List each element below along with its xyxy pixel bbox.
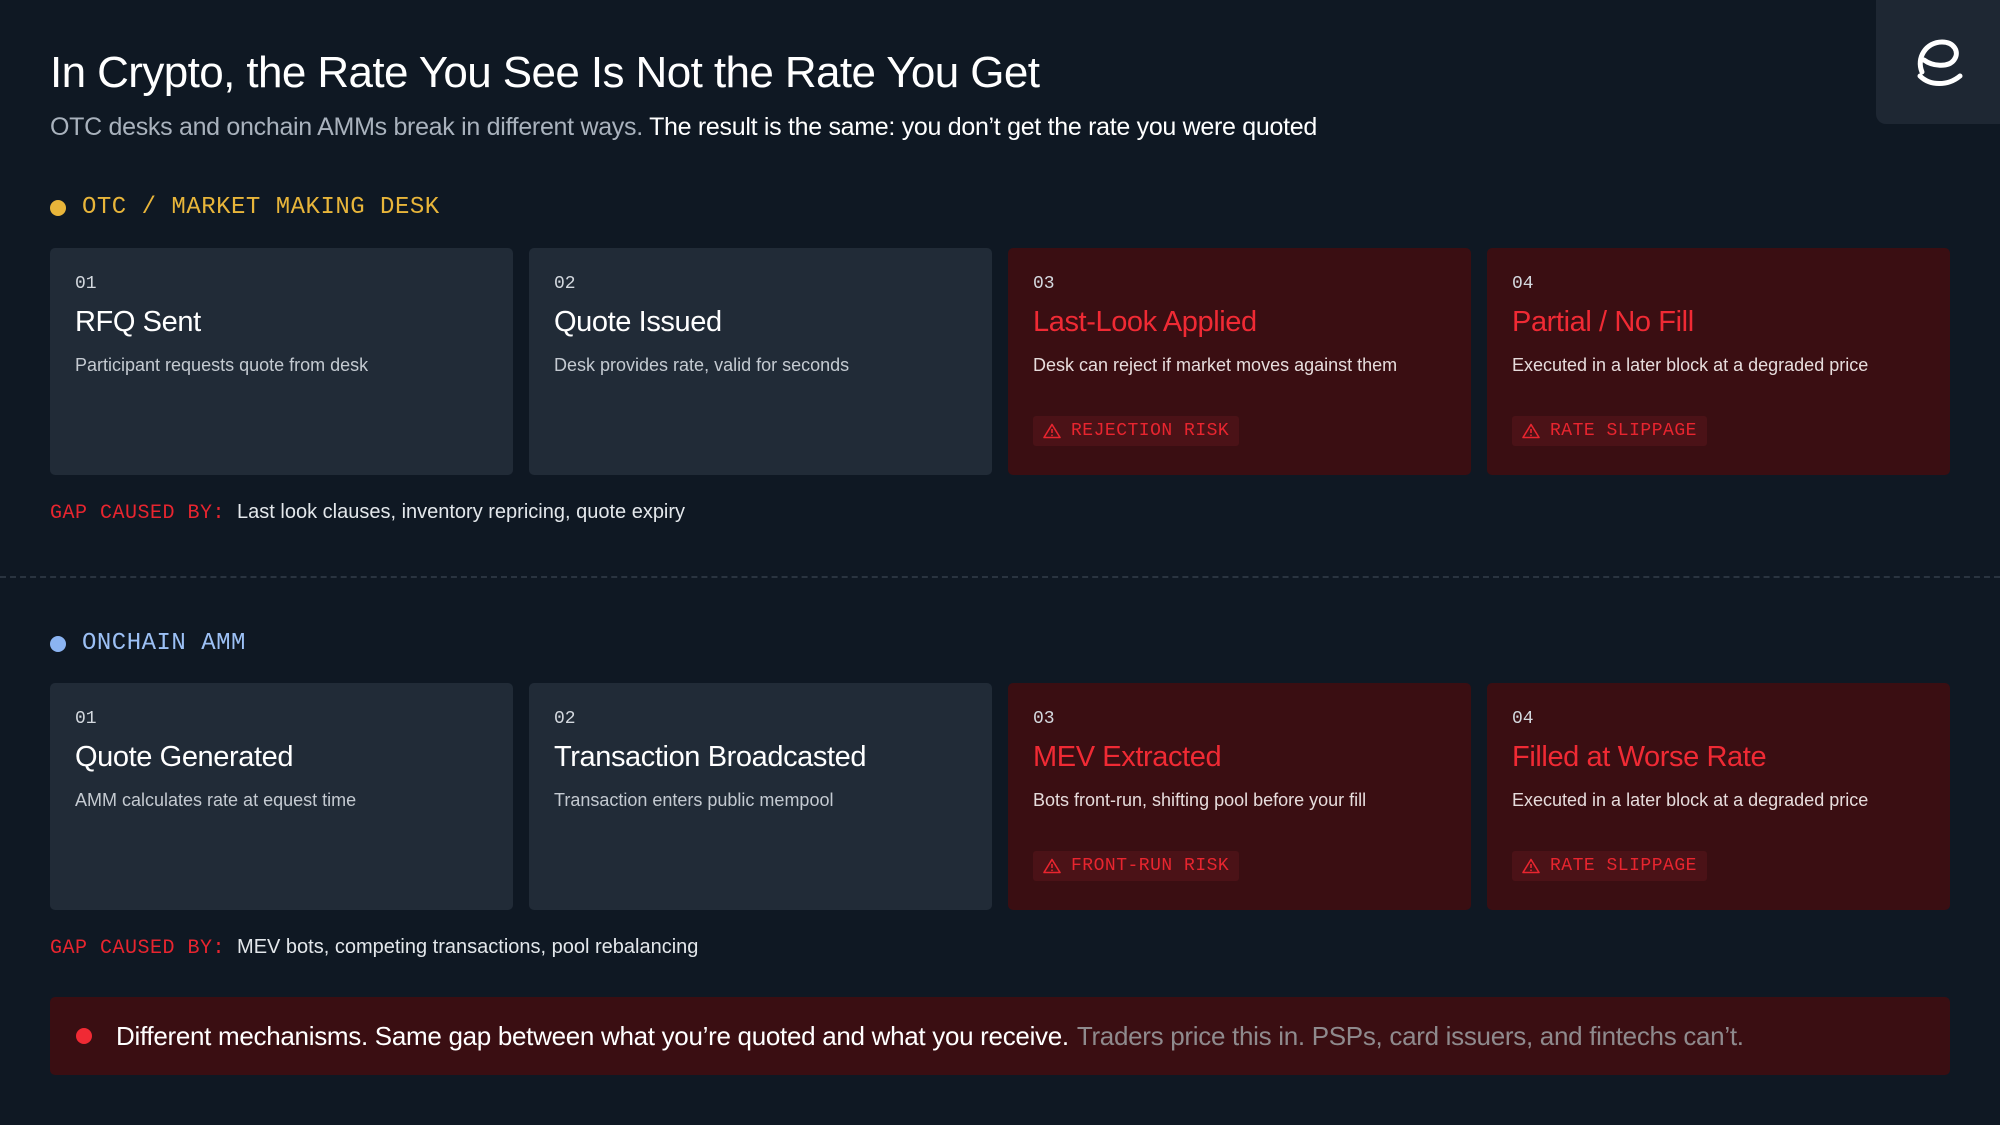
subtitle-muted: OTC desks and onchain AMMs break in diff… <box>50 113 643 141</box>
brand-logo <box>1876 0 2000 124</box>
step-number: 02 <box>554 709 576 729</box>
step-description: Executed in a later block at a degraded … <box>1512 790 1869 810</box>
risk-badge: REJECTION RISK <box>1033 416 1240 446</box>
footer-muted-text: Traders price this in. PSPs, card issuer… <box>1076 1020 1744 1051</box>
amm-step-card: 02 Transaction Broadcasted Transaction e… <box>529 683 992 910</box>
warning-triangle-icon <box>1043 423 1061 439</box>
step-title: Quote Issued <box>554 306 722 338</box>
step-number: 03 <box>1033 274 1055 294</box>
gap-label: GAP CAUSED BY: <box>50 502 226 525</box>
risk-badge-label: FRONT-RUN RISK <box>1071 856 1230 876</box>
page-subtitle: OTC desks and onchain AMMs break in diff… <box>50 113 1317 142</box>
step-title: Filled at Worse Rate <box>1512 741 1767 773</box>
amm-risk-card: 04 Filled at Worse Rate Executed in a la… <box>1487 683 1950 910</box>
step-description: Participant requests quote from desk <box>75 355 369 375</box>
risk-badge-label: RATE SLIPPAGE <box>1550 856 1697 876</box>
step-description: Executed in a later block at a degraded … <box>1512 355 1869 375</box>
warning-triangle-icon <box>1522 858 1540 874</box>
otc-risk-card: 03 Last-Look Applied Desk can reject if … <box>1008 248 1471 475</box>
step-title: Last-Look Applied <box>1033 306 1257 338</box>
subtitle-strong: The result is the same: you don’t get th… <box>649 113 1317 141</box>
step-title: Transaction Broadcasted <box>554 741 867 773</box>
step-description: Desk provides rate, valid for seconds <box>554 355 850 375</box>
otc-step-card: 01 RFQ Sent Participant requests quote f… <box>50 248 513 475</box>
step-title: Quote Generated <box>75 741 294 773</box>
otc-label: OTC / MARKET MAKING DESK <box>82 194 440 221</box>
step-number: 04 <box>1512 274 1534 294</box>
footer-strong-text: Different mechanisms. Same gap between w… <box>116 1020 1069 1051</box>
risk-badge: FRONT-RUN RISK <box>1033 851 1240 881</box>
footer-dot <box>76 1028 92 1044</box>
risk-badge: RATE SLIPPAGE <box>1512 851 1707 881</box>
risk-badge-label: REJECTION RISK <box>1071 421 1230 441</box>
amm-label: ONCHAIN AMM <box>82 630 246 657</box>
warning-triangle-icon <box>1522 423 1540 439</box>
step-number: 03 <box>1033 709 1055 729</box>
warning-triangle-icon <box>1043 858 1061 874</box>
step-title: Partial / No Fill <box>1512 306 1694 338</box>
amm-dot <box>50 635 66 652</box>
step-title: RFQ Sent <box>75 306 201 338</box>
otc-step-card: 02 Quote Issued Desk provides rate, vali… <box>529 248 992 475</box>
step-title: MEV Extracted <box>1033 741 1222 773</box>
amm-risk-card: 03 MEV Extracted Bots front-run, shiftin… <box>1008 683 1471 910</box>
amm-gap-line: GAP CAUSED BY: MEV bots, competing trans… <box>50 936 698 960</box>
otc-section-label: OTC / MARKET MAKING DESK <box>50 194 440 221</box>
step-description: Desk can reject if market moves against … <box>1033 355 1398 375</box>
gap-text: MEV bots, competing transactions, pool r… <box>237 936 699 958</box>
risk-badge-label: RATE SLIPPAGE <box>1550 421 1697 441</box>
risk-badge: RATE SLIPPAGE <box>1512 416 1707 446</box>
footer-callout: Different mechanisms. Same gap between w… <box>50 997 1950 1075</box>
page-title: In Crypto, the Rate You See Is Not the R… <box>50 48 1040 97</box>
brand-logo-icon <box>1917 39 1963 86</box>
step-description: Bots front-run, shifting pool before you… <box>1033 790 1367 810</box>
step-number: 04 <box>1512 709 1534 729</box>
section-divider <box>0 576 2000 578</box>
otc-dot <box>50 199 66 216</box>
step-description: AMM calculates rate at equest time <box>75 790 357 810</box>
otc-gap-line: GAP CAUSED BY: Last look clauses, invent… <box>50 501 685 525</box>
step-description: Transaction enters public mempool <box>554 790 834 810</box>
otc-cards: 01 RFQ Sent Participant requests quote f… <box>50 248 1950 475</box>
amm-cards: 01 Quote Generated AMM calculates rate a… <box>50 683 1950 910</box>
otc-risk-card: 04 Partial / No Fill Executed in a later… <box>1487 248 1950 475</box>
gap-label: GAP CAUSED BY: <box>50 937 226 960</box>
amm-step-card: 01 Quote Generated AMM calculates rate a… <box>50 683 513 910</box>
step-number: 01 <box>75 274 97 294</box>
gap-text: Last look clauses, inventory repricing, … <box>237 501 686 523</box>
step-number: 02 <box>554 274 576 294</box>
step-number: 01 <box>75 709 97 729</box>
amm-section-label: ONCHAIN AMM <box>50 630 246 657</box>
